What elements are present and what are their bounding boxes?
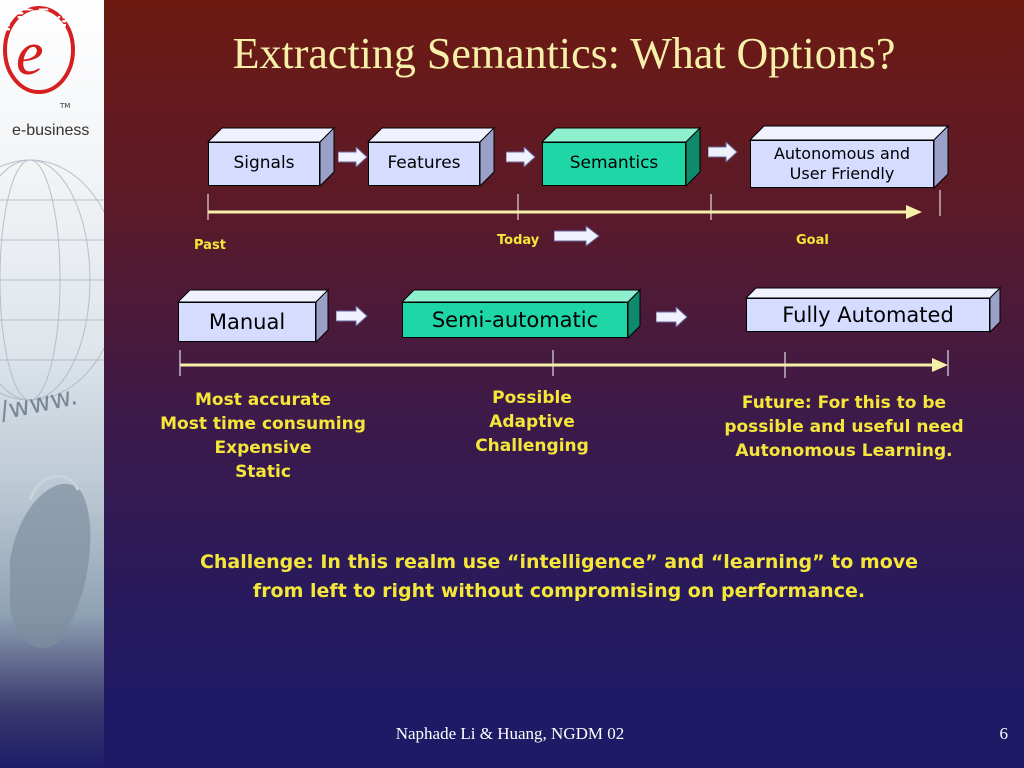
manual-description: Most accurate Most time consuming Expens…: [138, 388, 388, 484]
manual-box: Manual: [176, 288, 330, 344]
globe-graphic: /www.: [0, 159, 104, 648]
arrow-right-icon: [336, 306, 368, 326]
fully-automated-label: Fully Automated: [746, 298, 990, 332]
full-desc-line: Future: For this to be: [741, 393, 947, 413]
sidebar-decoration: /www. e TM e-business IBM: [0, 0, 104, 768]
arrow-right-icon: [506, 147, 536, 167]
autonomous-box: Autonomous and User Friendly: [748, 124, 950, 190]
autonomous-label: Autonomous and User Friendly: [750, 140, 934, 188]
semantics-label: Semantics: [542, 142, 686, 186]
page-number: 6: [999, 724, 1009, 743]
timeline-goal-label: Goal: [796, 233, 829, 248]
challenge-text: Challenge: In this realm use “intelligen…: [124, 548, 994, 606]
semi-desc-line: Possible: [492, 388, 572, 408]
svg-text:e: e: [16, 20, 44, 88]
semi-desc-line: Challenging: [475, 436, 589, 456]
semi-description: Possible Adaptive Challenging: [442, 386, 622, 458]
semi-automatic-box: Semi-automatic: [400, 288, 642, 340]
challenge-line: from left to right without compromising …: [252, 580, 866, 602]
arrow-right-icon: [656, 307, 688, 327]
trademark-label: TM: [60, 102, 71, 110]
features-box: Features: [366, 126, 496, 188]
timeline-today-label: Today: [497, 233, 540, 248]
semi-automatic-label: Semi-automatic: [402, 302, 628, 338]
footer-credit: Naphade Li & Huang, NGDM 02: [395, 724, 625, 743]
semi-desc-line: Adaptive: [489, 412, 575, 432]
timeline-past-label: Past: [194, 238, 226, 253]
features-label: Features: [368, 142, 480, 186]
timeline-past-goal: [207, 190, 941, 220]
full-desc-line: Autonomous Learning.: [735, 441, 953, 461]
semantics-box: Semantics: [540, 126, 702, 188]
ibm-logo-text: IBM: [0, 0, 66, 36]
e-business-label: e-business: [12, 122, 90, 139]
signals-box: Signals: [206, 126, 336, 188]
full-desc-line: possible and useful need: [724, 417, 964, 437]
manual-desc-line: Static: [235, 462, 291, 482]
arrow-right-icon: [708, 142, 738, 162]
signals-label: Signals: [208, 142, 320, 186]
full-description: Future: For this to be possible and usef…: [694, 391, 994, 463]
svg-text:/www.: /www.: [0, 381, 80, 427]
timeline-automation: [179, 350, 949, 378]
ibm-logo-icon: IBM: [0, 0, 66, 36]
manual-label: Manual: [178, 302, 316, 342]
manual-desc-line: Expensive: [214, 438, 312, 458]
fully-automated-box: Fully Automated: [744, 286, 1002, 334]
footer-band: [104, 686, 1024, 768]
e-logo-icon: e: [3, 6, 75, 94]
slide-title: Extracting Semantics: What Options?: [232, 29, 896, 78]
challenge-line: Challenge: In this realm use “intelligen…: [199, 551, 919, 573]
arrow-right-icon: [338, 147, 368, 167]
manual-desc-line: Most time consuming: [160, 414, 366, 434]
today-arrow-icon: [554, 226, 600, 246]
manual-desc-line: Most accurate: [195, 390, 331, 410]
